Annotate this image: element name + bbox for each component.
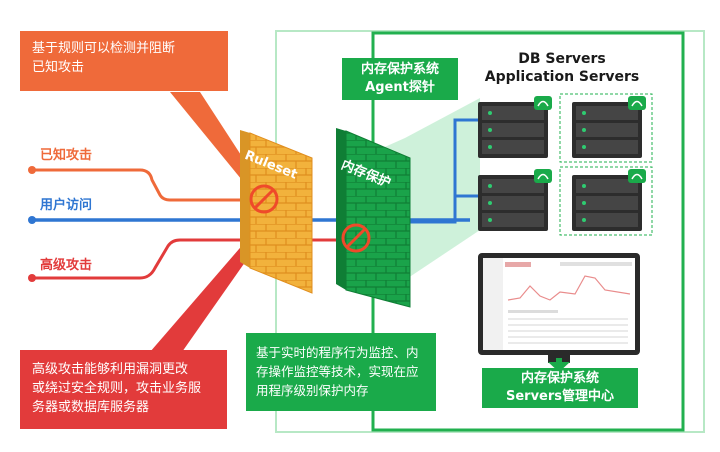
server-link-lines [410,118,478,224]
management-monitor [478,253,640,363]
ruleset-block-slash [253,188,275,210]
management-center-label: 内存保护系统 Servers管理中心 [482,368,638,408]
advanced-callout-line-2: 或绕过安全规则，攻击业务服 [32,381,202,396]
known-callout-line-2: 已知攻击 [32,60,85,75]
center-label-line-1: 内存保护系统 [520,371,599,386]
server-rack-3 [478,169,552,231]
known-attack-dot [28,166,36,174]
agent-probe-label: 内存保护系统 Agent探针 [342,58,458,100]
known-attack-label: 已知攻击 [40,148,93,163]
memory-callout-line-3: 用程序级别保护内存 [256,383,369,398]
memory-block-slash [345,227,367,249]
advanced-callout-line-1: 高级攻击能够利用漏洞更改 [32,362,189,377]
memory-wall-side [336,128,346,290]
agent-label-line-2: Agent探针 [365,80,435,95]
advanced-attack-label: 高级攻击 [40,258,93,273]
memory-block-icon [341,223,371,253]
server-rack-4 [572,169,646,231]
advanced-callout-line-3: 务器或数据库服务器 [32,400,150,415]
server-rack-2 [572,96,646,158]
servers-heading: DB Servers Application Servers [482,50,642,86]
known-callout-line-1: 基于规则可以检测并阻断 [32,41,176,56]
ruleset-wall [249,132,313,294]
server-rack-1 [478,96,552,158]
known-attack-line [32,168,258,202]
advanced-attack-callout: 高级攻击能够利用漏洞更改 或绕过安全规则，攻击业务服 务器或数据库服务器 [20,350,227,429]
memory-callout-line-2: 存操作监控等技术，实现在应 [256,364,419,379]
advanced-attack-dot [28,274,36,282]
ruleset-wall-side [240,130,250,268]
server-rack-4-outline [559,166,653,236]
monitor-arrow [548,358,570,372]
known-attack-callout: 基于规则可以检测并阻断 已知攻击 [20,31,228,91]
ruleset-block-icon [249,184,279,214]
advanced-attack-line [32,238,345,280]
advanced-callout-pointer [150,234,262,352]
servers-heading-line-1: DB Servers [518,51,606,67]
memory-callout-line-1: 基于实时的程序行为监控、内 [256,345,419,360]
memory-protection-callout: 基于实时的程序行为监控、内 存操作监控等技术，实现在应 用程序级别保护内存 [246,333,436,411]
agent-label-line-1: 内存保护系统 [360,62,439,77]
center-label-line-2: Servers管理中心 [505,389,615,404]
memory-wall [345,130,411,308]
user-access-label: 用户访问 [40,198,93,213]
servers-heading-line-2: Application Servers [484,69,640,85]
server-rack-2-outline [559,93,653,163]
user-access-dot [28,216,36,224]
